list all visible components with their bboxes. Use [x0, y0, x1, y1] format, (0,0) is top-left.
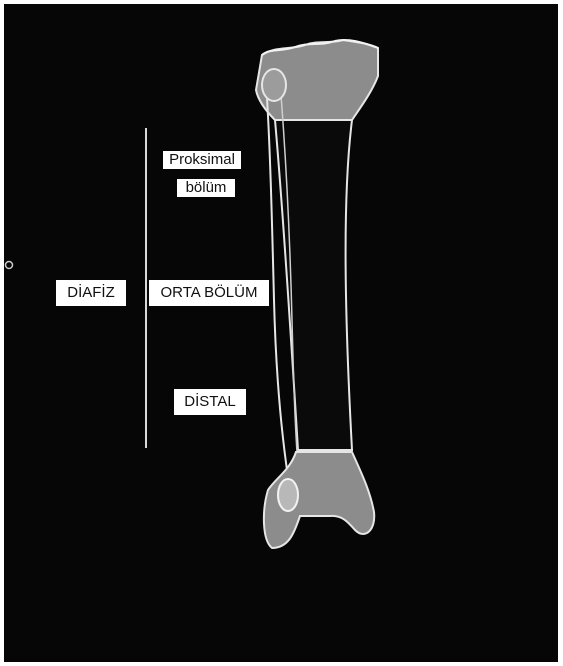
lateral-malleolus — [278, 479, 298, 511]
fibula-head — [262, 69, 286, 101]
proximal-label-line2: bölüm — [177, 179, 235, 197]
middle-section-label: ORTA BÖLÜM — [149, 280, 269, 306]
registration-mark — [6, 262, 13, 269]
distal-section-label: DİSTAL — [174, 389, 246, 415]
proximal-label-line1: Proksimal — [163, 151, 241, 169]
diaphysis-label: DİAFİZ — [56, 280, 126, 306]
